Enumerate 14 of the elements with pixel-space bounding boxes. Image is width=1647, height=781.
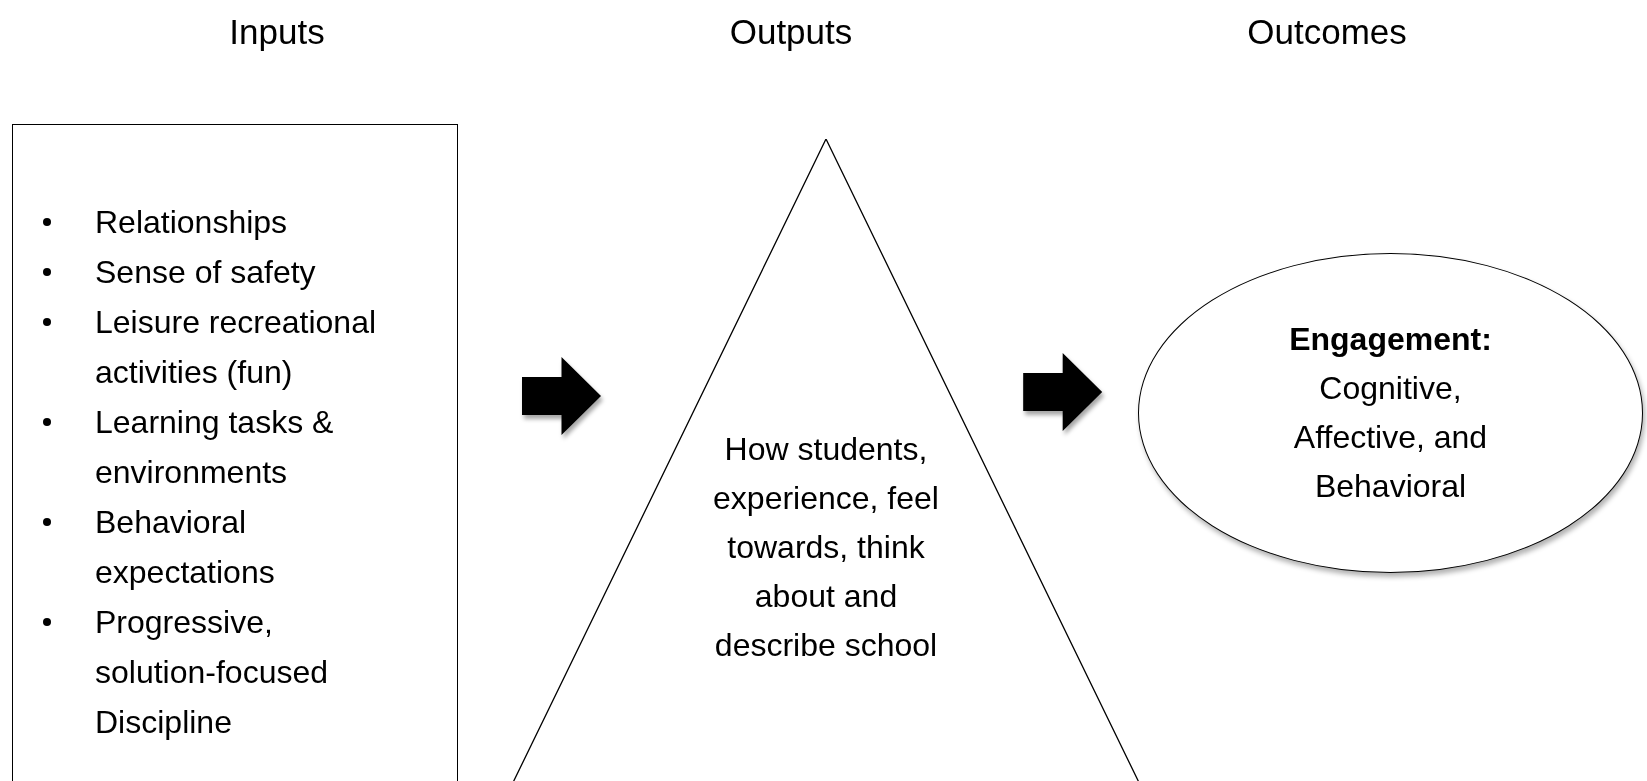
input-box xyxy=(12,124,458,781)
column-heading: Inputs xyxy=(229,11,325,53)
block-arrow xyxy=(1023,353,1103,431)
input-item: Leisure recreational activities (fun) xyxy=(95,303,378,392)
input-item: Behavioral expectations xyxy=(95,503,276,592)
column-heading: Outputs xyxy=(729,11,853,53)
input-item: Progressive, solution-focused Discipline xyxy=(95,603,330,742)
input-item: Relationships xyxy=(95,203,289,242)
input-item: Sense of safety xyxy=(95,253,317,292)
output-text: How students, experience, feel towards, think about and describe school xyxy=(712,430,940,665)
outcome-text: Engagement: Cognitive, Affective, and Behavioral xyxy=(1288,320,1493,506)
block-arrow xyxy=(522,357,601,435)
input-item: Learning tasks & environments xyxy=(95,403,335,492)
column-heading: Outcomes xyxy=(1247,11,1407,53)
